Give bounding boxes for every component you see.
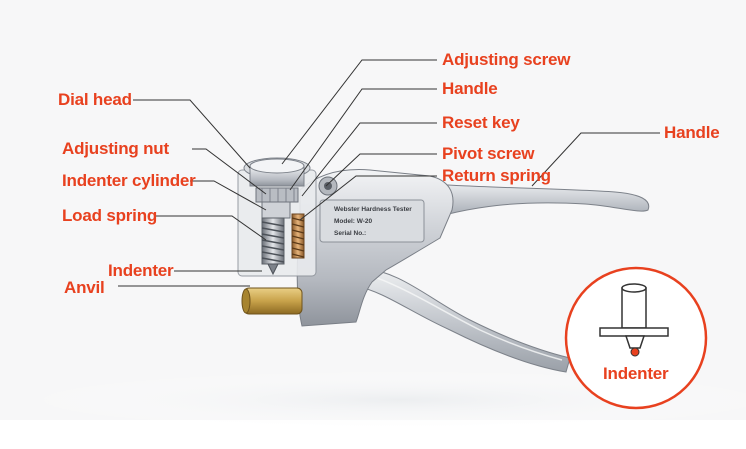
nameplate	[319, 199, 425, 243]
inset-shaft	[621, 287, 647, 329]
indenter-inset	[564, 266, 708, 410]
leader-lines	[118, 59, 660, 287]
label-return-spring: Return spring	[442, 166, 551, 185]
label-handle-top: Handle	[442, 79, 498, 98]
nameplate-line-2: Model: W-20	[334, 218, 373, 225]
label-handle-right: Handle	[664, 123, 720, 142]
label-anvil: Anvil	[64, 278, 105, 297]
floor-shadow	[20, 370, 746, 430]
nameplate-line-3: Serial No.:	[334, 230, 367, 237]
label-indenter: Indenter	[108, 261, 174, 280]
indenter-cylinder-shape	[261, 201, 291, 219]
nameplate-line-1: Webster Hardness Tester	[334, 206, 412, 213]
anvil-shape	[243, 287, 303, 315]
label-indenter-cylinder: Indenter cylinder	[62, 171, 196, 190]
label-inset-indenter: Indenter	[603, 364, 669, 383]
label-dial-head: Dial head	[58, 90, 132, 109]
label-pivot-screw: Pivot screw	[442, 144, 535, 163]
label-load-spring: Load spring	[62, 206, 158, 225]
upper-handle	[404, 181, 650, 223]
label-reset-key: Reset key	[442, 113, 520, 132]
label-adjusting-nut: Adjusting nut	[62, 139, 169, 158]
indenter-tip	[267, 263, 279, 276]
inset-flange	[599, 327, 669, 337]
label-adjusting-screw: Adjusting screw	[442, 50, 571, 69]
